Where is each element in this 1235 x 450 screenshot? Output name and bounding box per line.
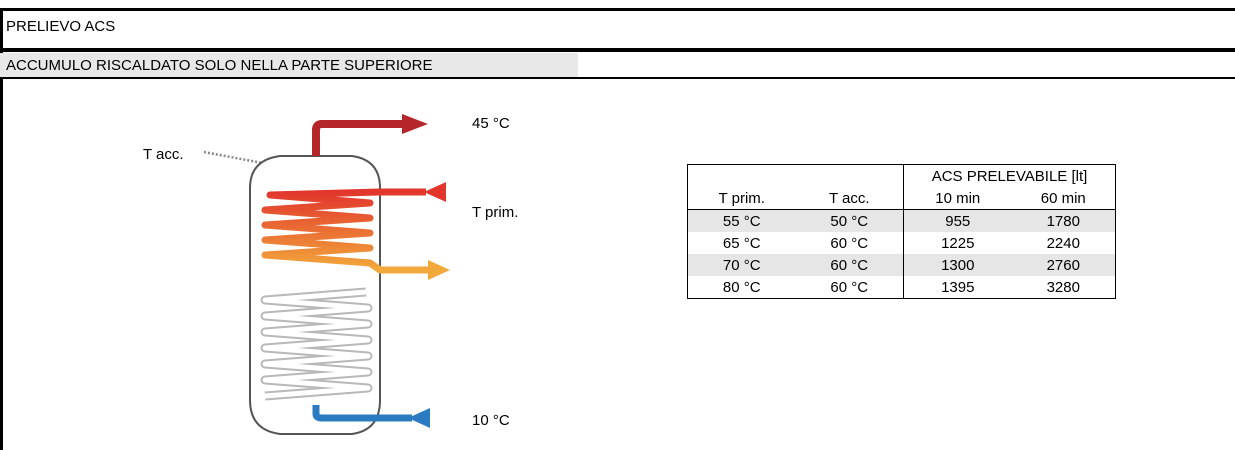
table-row: 70 °C 60 °C 1300 2760 (687, 254, 1116, 276)
cold-inlet-temp-label: 10 °C (472, 412, 510, 429)
col-header-10min: 10 min (903, 187, 1012, 210)
table-row: 55 °C 50 °C 955 1780 (687, 209, 1116, 232)
primary-outlet-arrow (428, 260, 450, 280)
header-separator (0, 48, 1235, 52)
table-group-header-row: ACS PRELEVABILE [lt] (687, 164, 1116, 187)
hot-outlet-temp-label: 45 °C (472, 115, 510, 132)
hot-outlet-arrow (402, 114, 428, 134)
acs-table: ACS PRELEVABILE [lt] T prim. T acc. 10 m… (687, 164, 1116, 299)
subheader-bar (0, 53, 578, 77)
acs-group-header: ACS PRELEVABILE [lt] (903, 164, 1116, 187)
table-row: 65 °C 60 °C 1225 2240 (687, 232, 1116, 254)
col-header-tprim: T prim. (687, 187, 796, 210)
table-header-row: T prim. T acc. 10 min 60 min (687, 187, 1116, 210)
table-row: 80 °C 60 °C 1395 3280 (687, 276, 1116, 299)
top-border (0, 8, 1235, 11)
col-header-tacc: T acc. (795, 187, 904, 210)
tprim-label: T prim. (472, 204, 519, 221)
tacc-label: T acc. (143, 146, 184, 163)
section-title: ACCUMULO RISCALDATO SOLO NELLA PARTE SUP… (6, 57, 433, 74)
page-title: PRELIEVO ACS (6, 18, 116, 35)
cold-inlet-arrow (408, 408, 430, 428)
primary-inlet-arrow (424, 182, 446, 202)
col-header-60min: 60 min (1011, 187, 1116, 210)
water-tank-diagram (203, 114, 450, 435)
primary-coil (261, 188, 430, 274)
hot-outlet-pipe (312, 120, 405, 156)
subheader-separator (0, 77, 1235, 79)
left-border (0, 8, 3, 450)
cold-inlet-pipe (312, 405, 412, 422)
